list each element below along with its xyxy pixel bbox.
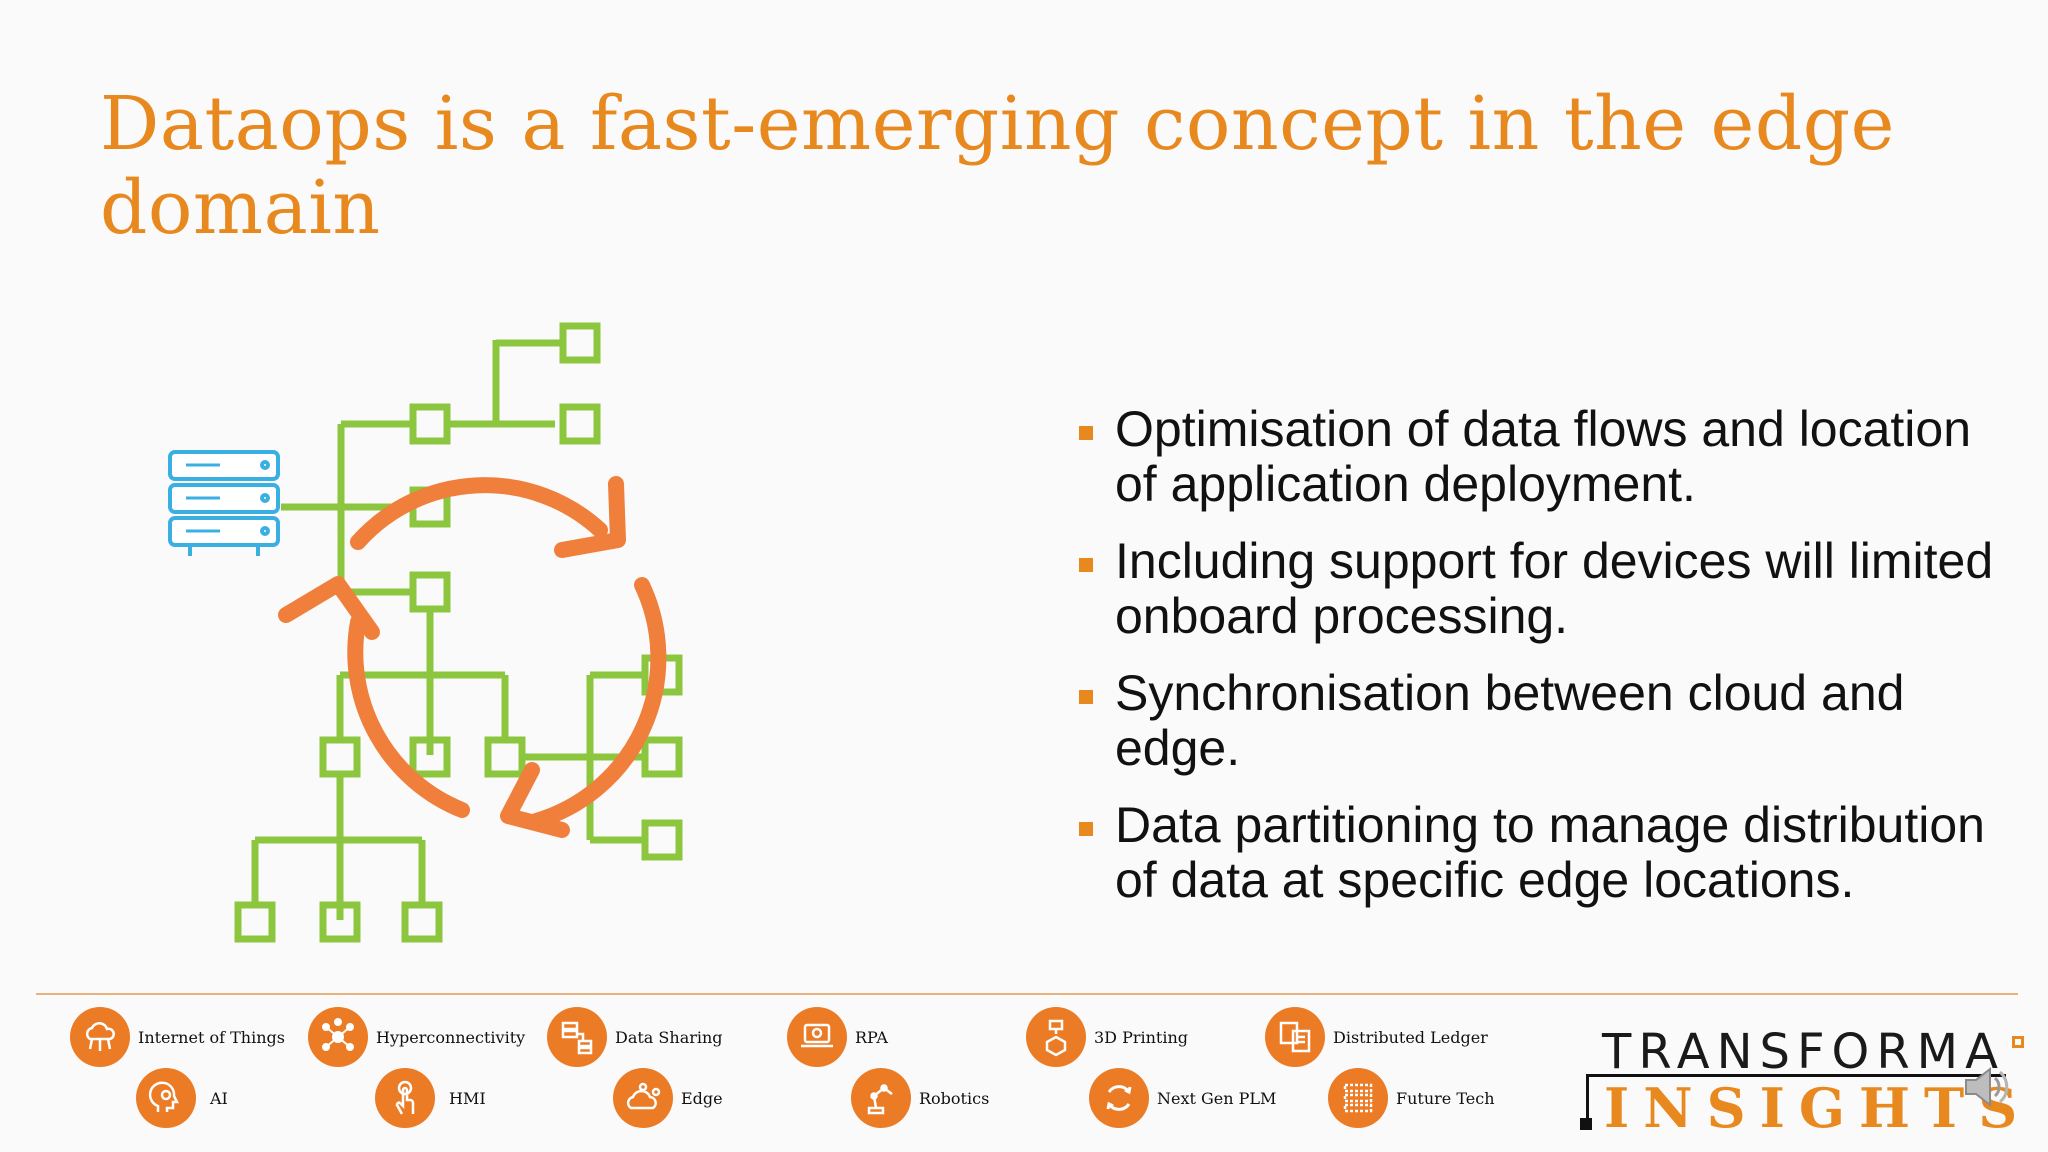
cycle-arrows-icon [1089, 1068, 1149, 1128]
tech-item-hyperconnectivity: Hyperconnectivity [308, 1007, 525, 1067]
dataops-diagram [168, 322, 683, 943]
tech-item-next-gen-plm: Next Gen PLM [1089, 1068, 1276, 1128]
tech-label: HMI [449, 1088, 486, 1108]
data-sharing-icon [547, 1007, 607, 1067]
bullet-marker [1079, 426, 1093, 440]
bullet-marker [1079, 822, 1093, 836]
tech-label: Edge [681, 1088, 723, 1108]
bullet-text: Optimisation of data flows and location … [1115, 401, 1972, 512]
edge-cloud-icon [613, 1068, 673, 1128]
tech-item-rpa: RPA [787, 1007, 888, 1067]
tech-label: Data Sharing [615, 1027, 723, 1047]
audio-speaker-icon[interactable] [1960, 1062, 2010, 1112]
3d-printer-icon [1026, 1007, 1086, 1067]
tech-item-3d-printing: 3D Printing [1026, 1007, 1188, 1067]
bullet-marker [1079, 690, 1093, 704]
logo-bracket-h [1586, 1074, 2006, 1077]
bullet-item: Data partitioning to manage distribution… [1075, 798, 1995, 908]
bullet-item: Including support for devices will limit… [1075, 534, 1995, 644]
tech-label: Internet of Things [138, 1027, 285, 1047]
tech-item-hmi: HMI [375, 1068, 486, 1128]
tech-label: Hyperconnectivity [376, 1027, 526, 1047]
footer-divider [36, 993, 2018, 995]
tech-label: AI [210, 1088, 228, 1108]
brain-gear-icon [136, 1068, 196, 1128]
cycle-arrows-icon [278, 476, 667, 838]
bullet-text: Data partitioning to manage distribution… [1115, 797, 1985, 908]
robot-arm-icon [851, 1068, 911, 1128]
bullet-text: Synchronisation between cloud and edge. [1115, 665, 1905, 776]
hub-network-icon [308, 1007, 368, 1067]
tech-label: Robotics [919, 1088, 990, 1108]
cloud-network-icon [70, 1007, 130, 1067]
tech-item-ai: AI [136, 1068, 228, 1128]
bullet-list: Optimisation of data flows and location … [1075, 402, 1995, 930]
logo-line2: INSIGHTS [1604, 1076, 2032, 1140]
logo-dot [1580, 1118, 1592, 1130]
bullet-item: Synchronisation between cloud and edge. [1075, 666, 1995, 776]
tech-label: Distributed Ledger [1333, 1027, 1488, 1047]
tech-label: Next Gen PLM [1157, 1088, 1277, 1108]
tech-item-robotics: Robotics [851, 1068, 989, 1128]
tech-item-data-sharing: Data Sharing [547, 1007, 723, 1067]
ledger-documents-icon [1265, 1007, 1325, 1067]
tech-item-distributed-ledger: Distributed Ledger [1265, 1007, 1488, 1067]
hierarchy-tree-icon [234, 322, 683, 943]
transforma-insights-logo: TRANSFORMA INSIGHTS [1580, 1016, 2030, 1140]
bullet-item: Optimisation of data flows and location … [1075, 402, 1995, 512]
future-tech-icon [1328, 1068, 1388, 1128]
tech-label: 3D Printing [1094, 1027, 1189, 1047]
tech-label: RPA [855, 1027, 888, 1047]
tech-label: Future Tech [1396, 1088, 1495, 1108]
tech-item-future-tech: Future Tech [1328, 1068, 1495, 1128]
bullet-text: Including support for devices will limit… [1115, 533, 1994, 644]
server-icon [168, 450, 280, 556]
logo-line1: TRANSFORMA [1602, 1024, 2005, 1080]
logo-bracket-v [1586, 1074, 1589, 1126]
robot-laptop-icon [787, 1007, 847, 1067]
tech-item-internet-of-things: Internet of Things [70, 1007, 285, 1067]
slide-title: Dataops is a fast-emerging concept in th… [100, 81, 1895, 251]
bullet-marker [1079, 558, 1093, 572]
tech-item-edge: Edge [613, 1068, 723, 1128]
touch-hand-icon [375, 1068, 435, 1128]
logo-box [2012, 1036, 2024, 1048]
